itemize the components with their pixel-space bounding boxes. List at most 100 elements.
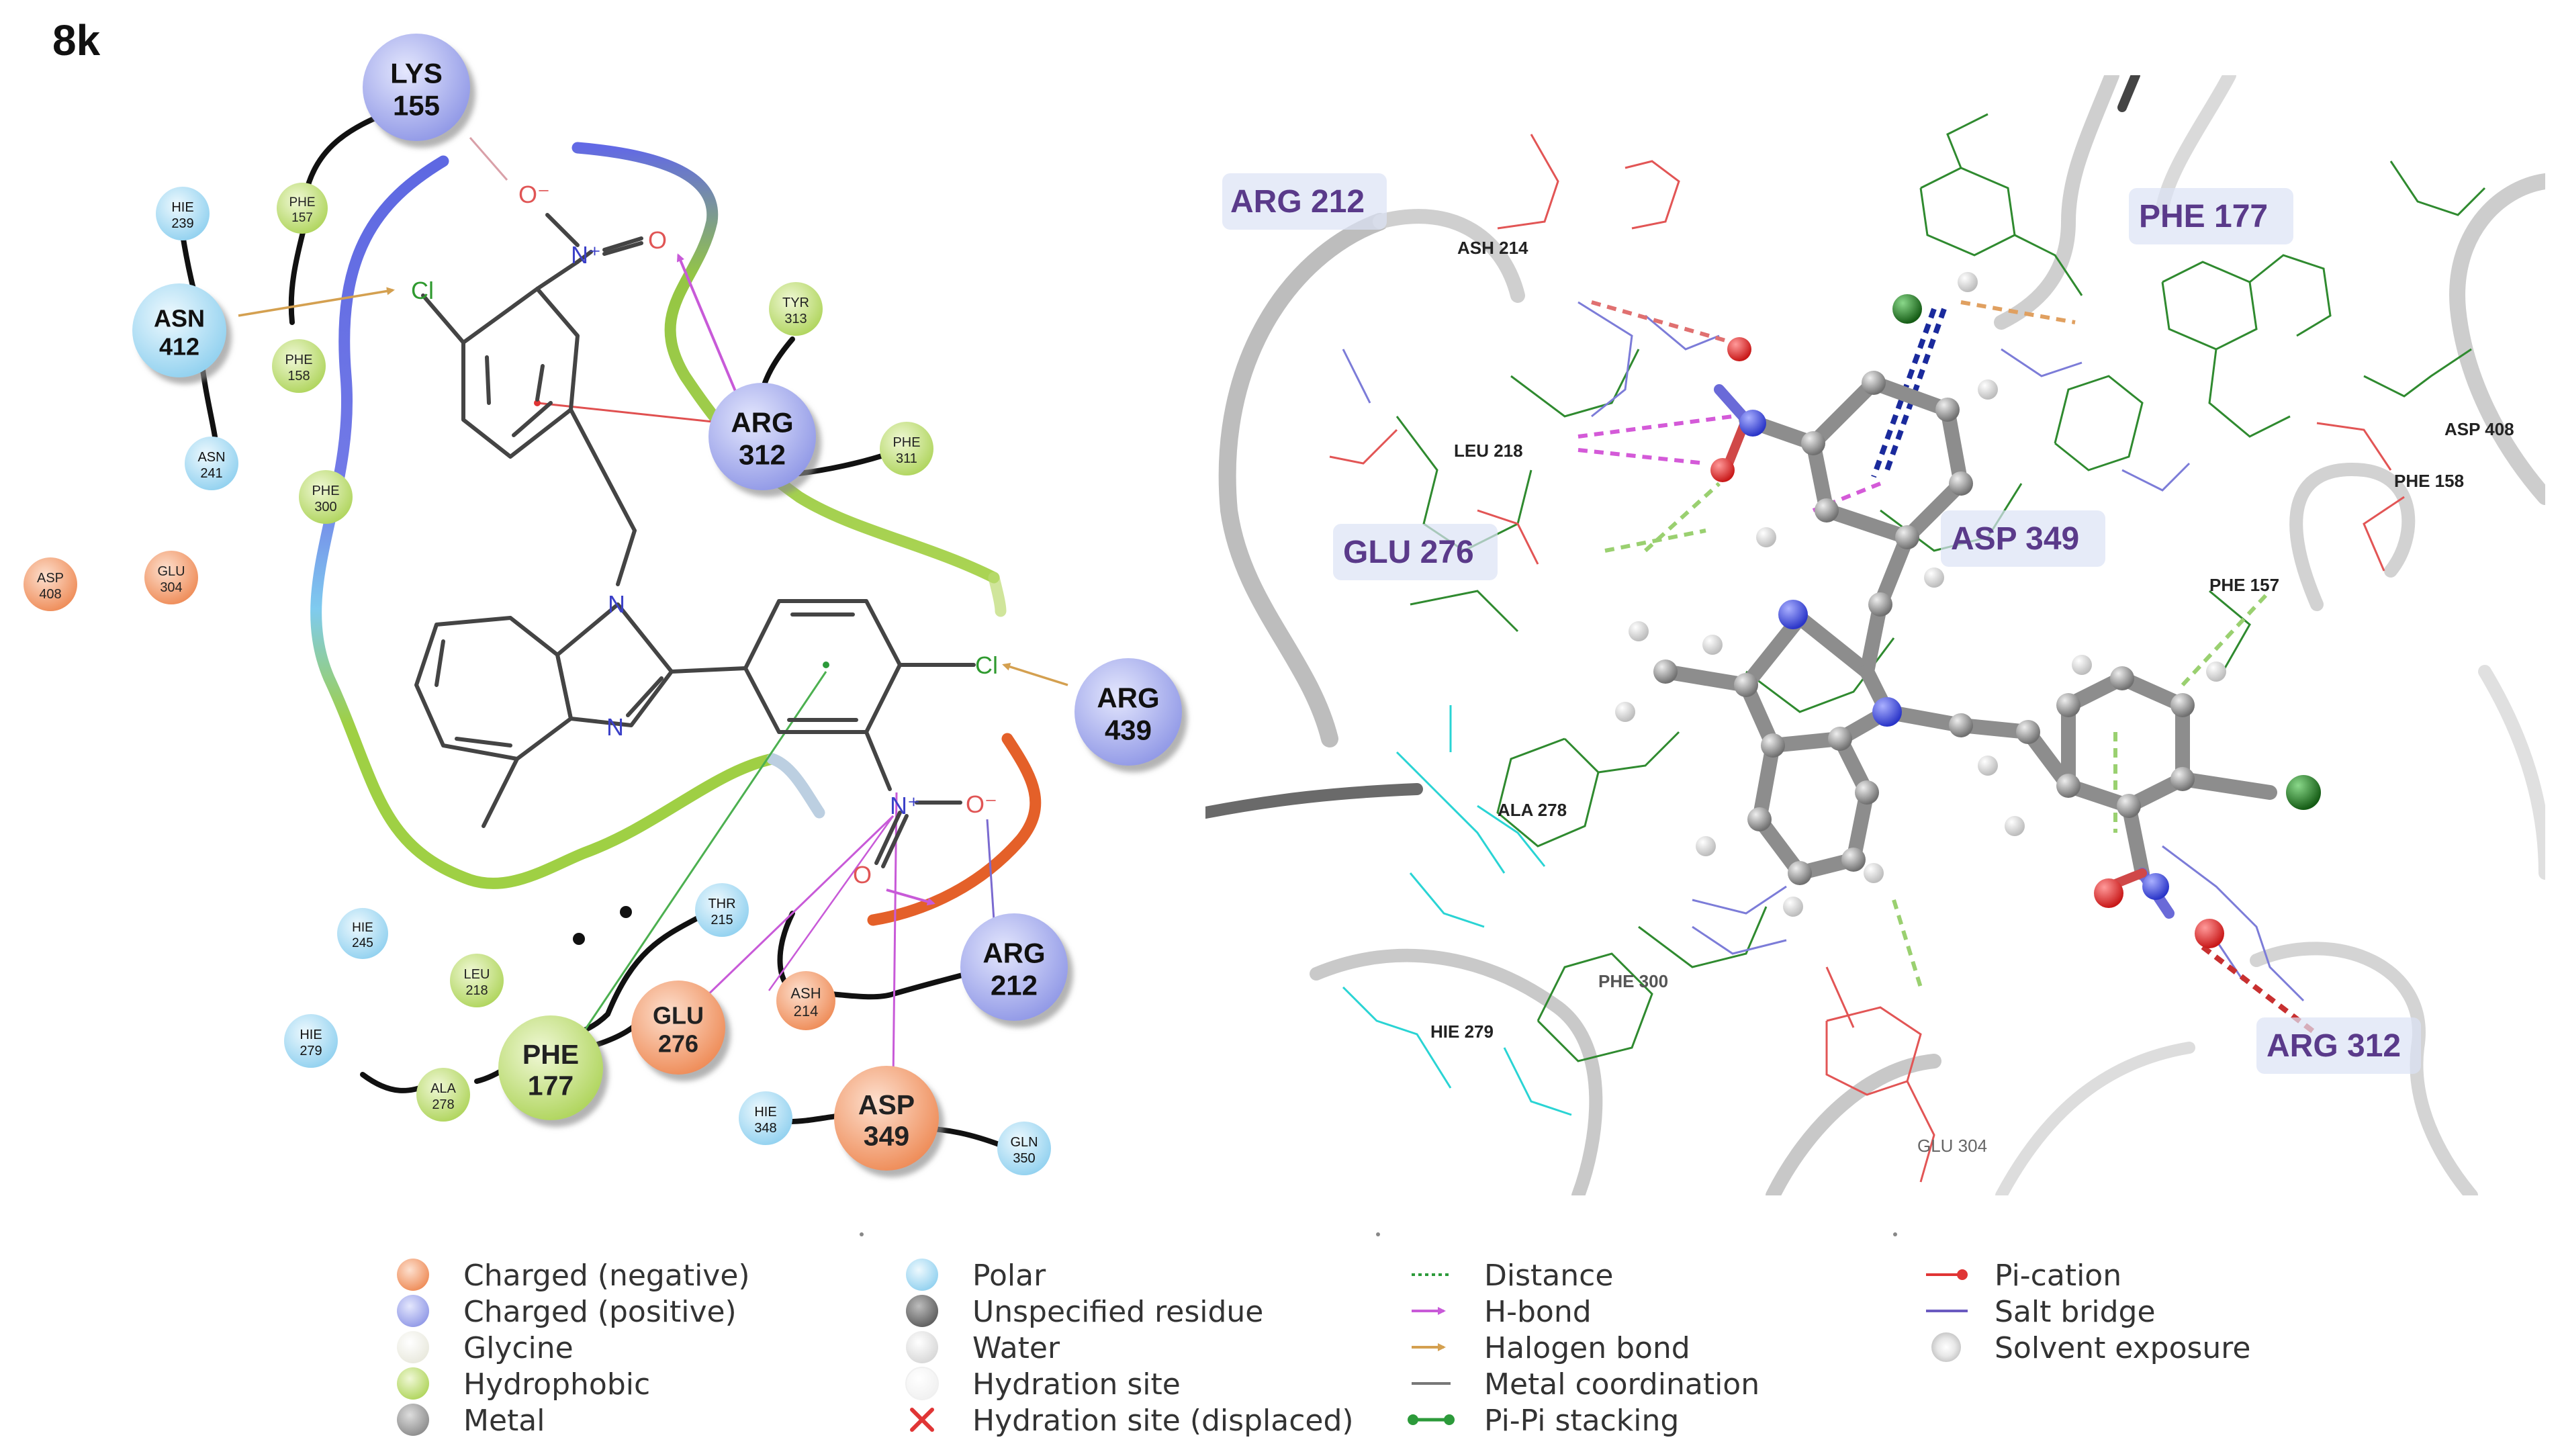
legend-label-distance: Distance (1484, 1259, 1613, 1293)
residue-arg439-name: ARG (1097, 682, 1159, 714)
residue-phe300-number: 300 (314, 500, 336, 514)
residue-glu304-number: 304 (160, 580, 182, 595)
legend-col-residue-types: Charged (negative) Charged (positive) Gl… (397, 1259, 750, 1438)
legend-label-hydrophobic: Hydrophobic (463, 1367, 650, 1402)
residue-phe177-number: 177 (528, 1071, 574, 1101)
residue-phe157-disc (277, 183, 328, 234)
residue-ala278-disc (416, 1068, 470, 1122)
residue-gln350-disc (997, 1122, 1051, 1175)
legend-label-hbond: H-bond (1484, 1295, 1592, 1329)
legend-label-solvent-exposure: Solvent exposure (1995, 1331, 2251, 1365)
residue-phe300-disc (299, 470, 353, 524)
legend-swatch-solvent-exposure (1931, 1332, 1961, 1362)
label-3d-phe158: PHE 158 (2394, 471, 2464, 491)
residue-asp349-name: ASP (858, 1089, 915, 1120)
residue-asp408-disc (24, 557, 77, 611)
legend-label-water: Water (972, 1331, 1060, 1365)
residue-lys155-number: 155 (393, 90, 440, 122)
residue-asp408-name: ASP (37, 571, 64, 586)
residue-glu276-disc (631, 981, 725, 1075)
legend-swatch-hydrophobic (397, 1367, 429, 1400)
hbond-line-214 (768, 815, 895, 991)
residue-asn412-disc (132, 283, 226, 377)
residue-leu218-number: 218 (465, 983, 488, 998)
residue-sticks-red (1329, 134, 2405, 1183)
residue-hie239-name: HIE (171, 200, 193, 215)
hbond-arrow (676, 253, 747, 416)
atom-cl-right: Cl (975, 651, 998, 679)
legend-label-metal-coordination: Metal coordination (1484, 1367, 1759, 1402)
residue-arg212-disc (960, 913, 1068, 1021)
legend-swatch-pication (1926, 1269, 1968, 1280)
residue-hie279-disc (284, 1014, 338, 1068)
saltbridge-line-212 (986, 819, 995, 921)
residue-arg212-name: ARG (982, 938, 1045, 969)
residue-hie245-number: 245 (352, 936, 373, 950)
label-3d-asp408: ASP 408 (2444, 419, 2514, 439)
residue-gln350-number: 350 (1013, 1151, 1035, 1166)
atom-o-minus-top: O⁻ (518, 181, 550, 208)
protein-ribbons (1205, 75, 2545, 1195)
residue-asn412-number: 412 (159, 332, 199, 360)
residue-tyr313-disc (769, 282, 823, 336)
residue-hie239-number: 239 (171, 216, 193, 231)
label-3d-glu276: GLU 276 (1343, 535, 1474, 570)
legend-swatch-negative (397, 1259, 429, 1291)
residue-hie348-name: HIE (754, 1105, 776, 1120)
halogen-bond-arrow-2 (1002, 662, 1068, 686)
residue-lys155-name: LYS (390, 58, 443, 89)
residue-markers: LYS155ASN412ARG312ARG439ARG212GLU276PHE1… (24, 34, 1182, 1175)
legend: Charged (negative) Charged (positive) Gl… (397, 1232, 2251, 1438)
legend-label-hydration-site: Hydration site (972, 1367, 1181, 1402)
residue-arg439-disc (1074, 658, 1182, 766)
ligand-structure-2d (414, 213, 976, 868)
residue-hie245-name: HIE (352, 921, 373, 935)
label-3d-hie279: HIE 279 (1430, 1021, 1494, 1042)
legend-label-pication: Pi-cation (1995, 1259, 2121, 1293)
residue-ala278-name: ALA (430, 1081, 456, 1096)
legend-label-unspecified: Unspecified residue (972, 1295, 1263, 1329)
legend-swatch-metal (397, 1404, 429, 1436)
label-3d-ala278: ALA 278 (1498, 800, 1567, 820)
legend-col-interactions-2: Pi-cation Salt bridge Solvent exposure (1926, 1259, 2251, 1365)
pication-line (537, 402, 726, 424)
legend-col-other-types: Polar Unspecified residue Water Hydratio… (905, 1259, 1354, 1438)
residue-hie348-number: 348 (754, 1121, 776, 1136)
residue-asp408-number: 408 (39, 587, 61, 602)
legend-col-interactions: Distance H-bond Halogen bond Metal coord… (1408, 1259, 1759, 1438)
residue-hie348-disc (739, 1091, 792, 1145)
residue-asn241-name: ASN (197, 450, 225, 465)
atom-n-ring1: N (608, 590, 625, 618)
residue-hie279-name: HIE (300, 1028, 322, 1042)
residue-phe158-name: PHE (285, 353, 312, 367)
label-3d-phe300: PHE 300 (1598, 971, 1668, 991)
pocket-outline (310, 142, 1042, 926)
label-3d-arg312: ARG 312 (2267, 1028, 2401, 1064)
residue-asn412-name: ASN (154, 304, 205, 332)
view3d-small-labels: ASH 214 LEU 218 ALA 278 PHE 300 HIE 279 … (1430, 238, 2514, 1156)
residue-hie239-disc (156, 187, 210, 240)
legend-swatch-hydration-displaced (910, 1408, 934, 1432)
residue-asp349-number: 349 (864, 1121, 909, 1152)
legend-swatch-pipi (1408, 1414, 1455, 1425)
residue-phe158-disc (272, 339, 326, 393)
atom-n-plus-top: N⁺ (571, 241, 601, 269)
legend-swatch-glycine (397, 1331, 429, 1363)
residue-glu304-disc (144, 551, 198, 604)
residue-phe158-number: 158 (287, 369, 310, 383)
panel-label: 8k (52, 16, 101, 64)
